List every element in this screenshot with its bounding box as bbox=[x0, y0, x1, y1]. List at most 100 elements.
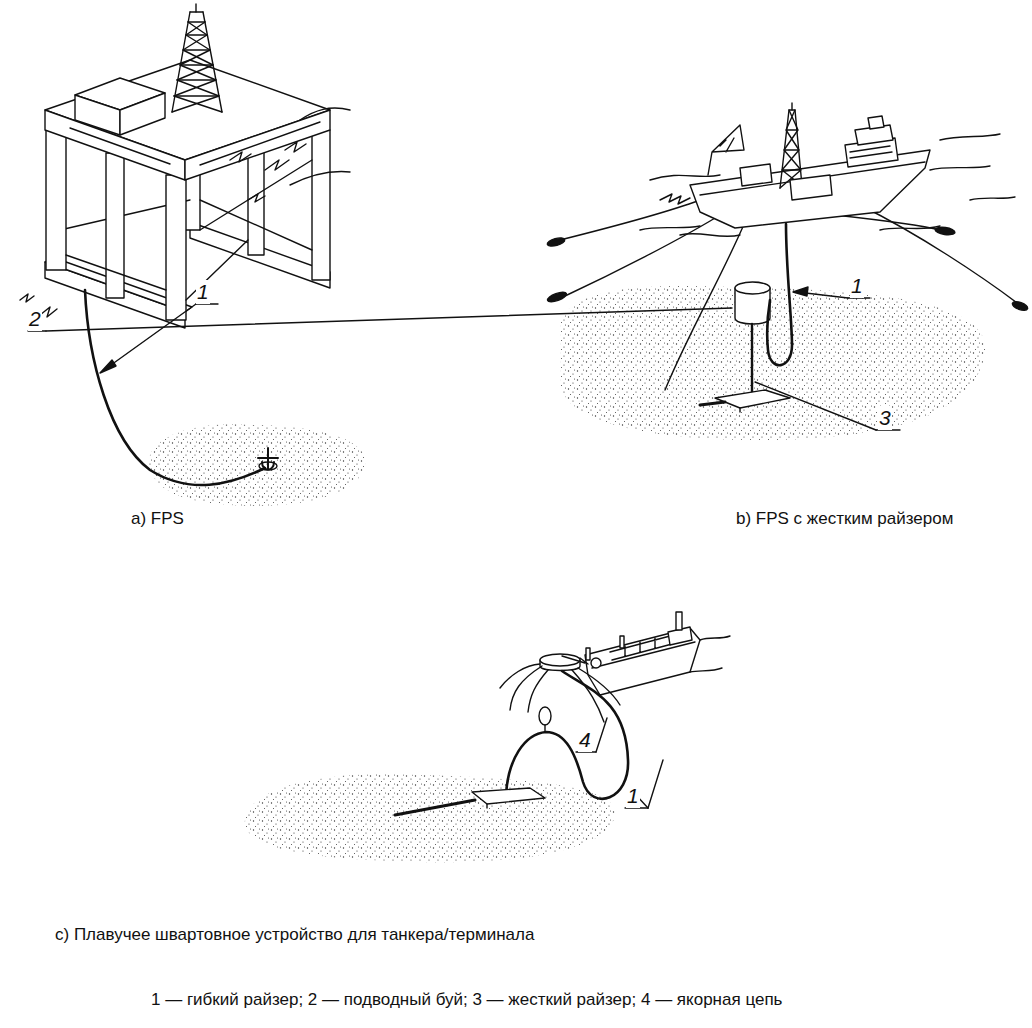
waves-part bbox=[40, 307, 57, 317]
derrick bbox=[780, 103, 802, 188]
illustration-part bbox=[20, 4, 1029, 862]
waves-part bbox=[680, 234, 740, 237]
derrick-part bbox=[780, 110, 802, 188]
waves bbox=[640, 134, 1015, 236]
leader-line-part bbox=[100, 360, 116, 373]
waves-part bbox=[265, 160, 289, 170]
waves-part bbox=[290, 172, 350, 185]
waves-part bbox=[880, 226, 940, 230]
mooring-lines-part bbox=[935, 226, 956, 236]
calm-buoy bbox=[540, 654, 601, 671]
anchor-chains-part bbox=[510, 666, 542, 710]
callout-number: 3 bbox=[878, 406, 892, 430]
callout-number: 1 bbox=[626, 784, 640, 808]
drilling-ship-part bbox=[690, 150, 930, 228]
mooring-lines-part bbox=[560, 200, 700, 240]
calm-buoy-part bbox=[591, 658, 601, 668]
callout-number: 1 bbox=[850, 274, 864, 298]
flexible-riser-part bbox=[544, 725, 545, 732]
leader-line bbox=[100, 304, 218, 373]
waves-part bbox=[300, 108, 350, 120]
flexible-riser bbox=[85, 290, 278, 485]
derrick-part bbox=[791, 103, 792, 110]
leader-line bbox=[576, 718, 663, 808]
waves-part bbox=[970, 197, 1015, 200]
drilling-ship-part bbox=[868, 116, 884, 129]
tanker-part bbox=[620, 636, 624, 648]
tanker-part bbox=[586, 648, 590, 660]
tanker-part bbox=[700, 636, 730, 640]
seabed-part bbox=[245, 774, 615, 862]
tanker-part bbox=[676, 612, 682, 630]
derrick-part bbox=[174, 22, 219, 96]
semi-submersible-platform-part bbox=[200, 122, 320, 165]
drilling-ship-part bbox=[790, 175, 832, 200]
tanker-part bbox=[592, 642, 695, 668]
rigid-riser-part bbox=[700, 402, 725, 405]
mooring-lines-part bbox=[546, 236, 565, 247]
tanker-part bbox=[610, 636, 672, 660]
seabed bbox=[245, 774, 615, 862]
tanker-part bbox=[690, 668, 722, 672]
semi-submersible-platform-part bbox=[46, 130, 66, 270]
waves-part bbox=[650, 175, 720, 180]
anchor-chains-part bbox=[528, 670, 548, 712]
mooring-lines-part bbox=[665, 222, 745, 390]
drilling-ship-part bbox=[740, 164, 772, 186]
semi-submersible-platform-part bbox=[200, 200, 312, 250]
seabed-part bbox=[149, 424, 366, 506]
leader-line-part bbox=[755, 382, 876, 430]
caption-text: b) FPS с жестким райзером bbox=[735, 509, 954, 529]
rigid-riser-part bbox=[751, 324, 753, 396]
semi-submersible-platform-part bbox=[312, 130, 330, 280]
seabed bbox=[149, 424, 366, 506]
anchor-chains-part bbox=[578, 668, 620, 705]
flexible-riser-part bbox=[259, 462, 277, 470]
flexible-riser-part bbox=[258, 448, 278, 470]
caption-text: a) FPS bbox=[130, 509, 185, 529]
waves-part bbox=[940, 134, 1000, 140]
waves-part bbox=[930, 166, 990, 170]
drilling-ship-part bbox=[708, 125, 744, 175]
subsea-buoy-part bbox=[735, 282, 770, 294]
flexible-riser-part bbox=[506, 671, 628, 799]
rigid-riser bbox=[700, 324, 790, 412]
semi-submersible-platform-part bbox=[120, 93, 165, 135]
semi-submersible-platform-part bbox=[166, 175, 186, 320]
leader-line-part bbox=[596, 718, 607, 752]
semi-submersible-platform-part bbox=[66, 255, 166, 290]
waves-part bbox=[20, 294, 34, 302]
rigid-riser-part bbox=[739, 408, 740, 412]
callout-number: 4 bbox=[578, 728, 592, 752]
flexible-riser bbox=[767, 224, 792, 365]
leader-line-part bbox=[793, 287, 808, 296]
semi-submersible-platform-part bbox=[200, 160, 312, 230]
mooring-lines-part bbox=[1011, 300, 1028, 312]
pipeline-base bbox=[395, 788, 545, 815]
pipeline-base-part bbox=[486, 804, 487, 808]
anchor-chains-part bbox=[500, 664, 540, 688]
mooring-lines-part bbox=[860, 205, 1020, 305]
derrick-part bbox=[172, 22, 222, 112]
waves-part bbox=[285, 142, 306, 152]
mooring-lines-part bbox=[835, 215, 940, 230]
flexible-riser-part bbox=[539, 707, 551, 725]
leader-line-part bbox=[104, 304, 196, 370]
derrick-part bbox=[195, 4, 196, 12]
waves-part bbox=[230, 152, 251, 162]
semi-submersible-platform bbox=[45, 4, 330, 328]
pipeline-base-part bbox=[472, 788, 545, 804]
pipeline-base-part bbox=[395, 800, 475, 815]
leader-line-part bbox=[648, 760, 663, 808]
leader-line-part bbox=[46, 308, 732, 331]
callout-number: 2 bbox=[28, 307, 42, 331]
calm-buoy-part bbox=[562, 656, 588, 664]
semi-submersible-platform-part bbox=[75, 95, 120, 135]
waves-part bbox=[660, 194, 690, 204]
mooring-lines-part bbox=[565, 212, 725, 296]
mooring-lines-part bbox=[546, 290, 567, 303]
anchor-chains bbox=[500, 664, 620, 722]
rigid-riser-part bbox=[715, 390, 790, 408]
waves bbox=[20, 108, 350, 317]
